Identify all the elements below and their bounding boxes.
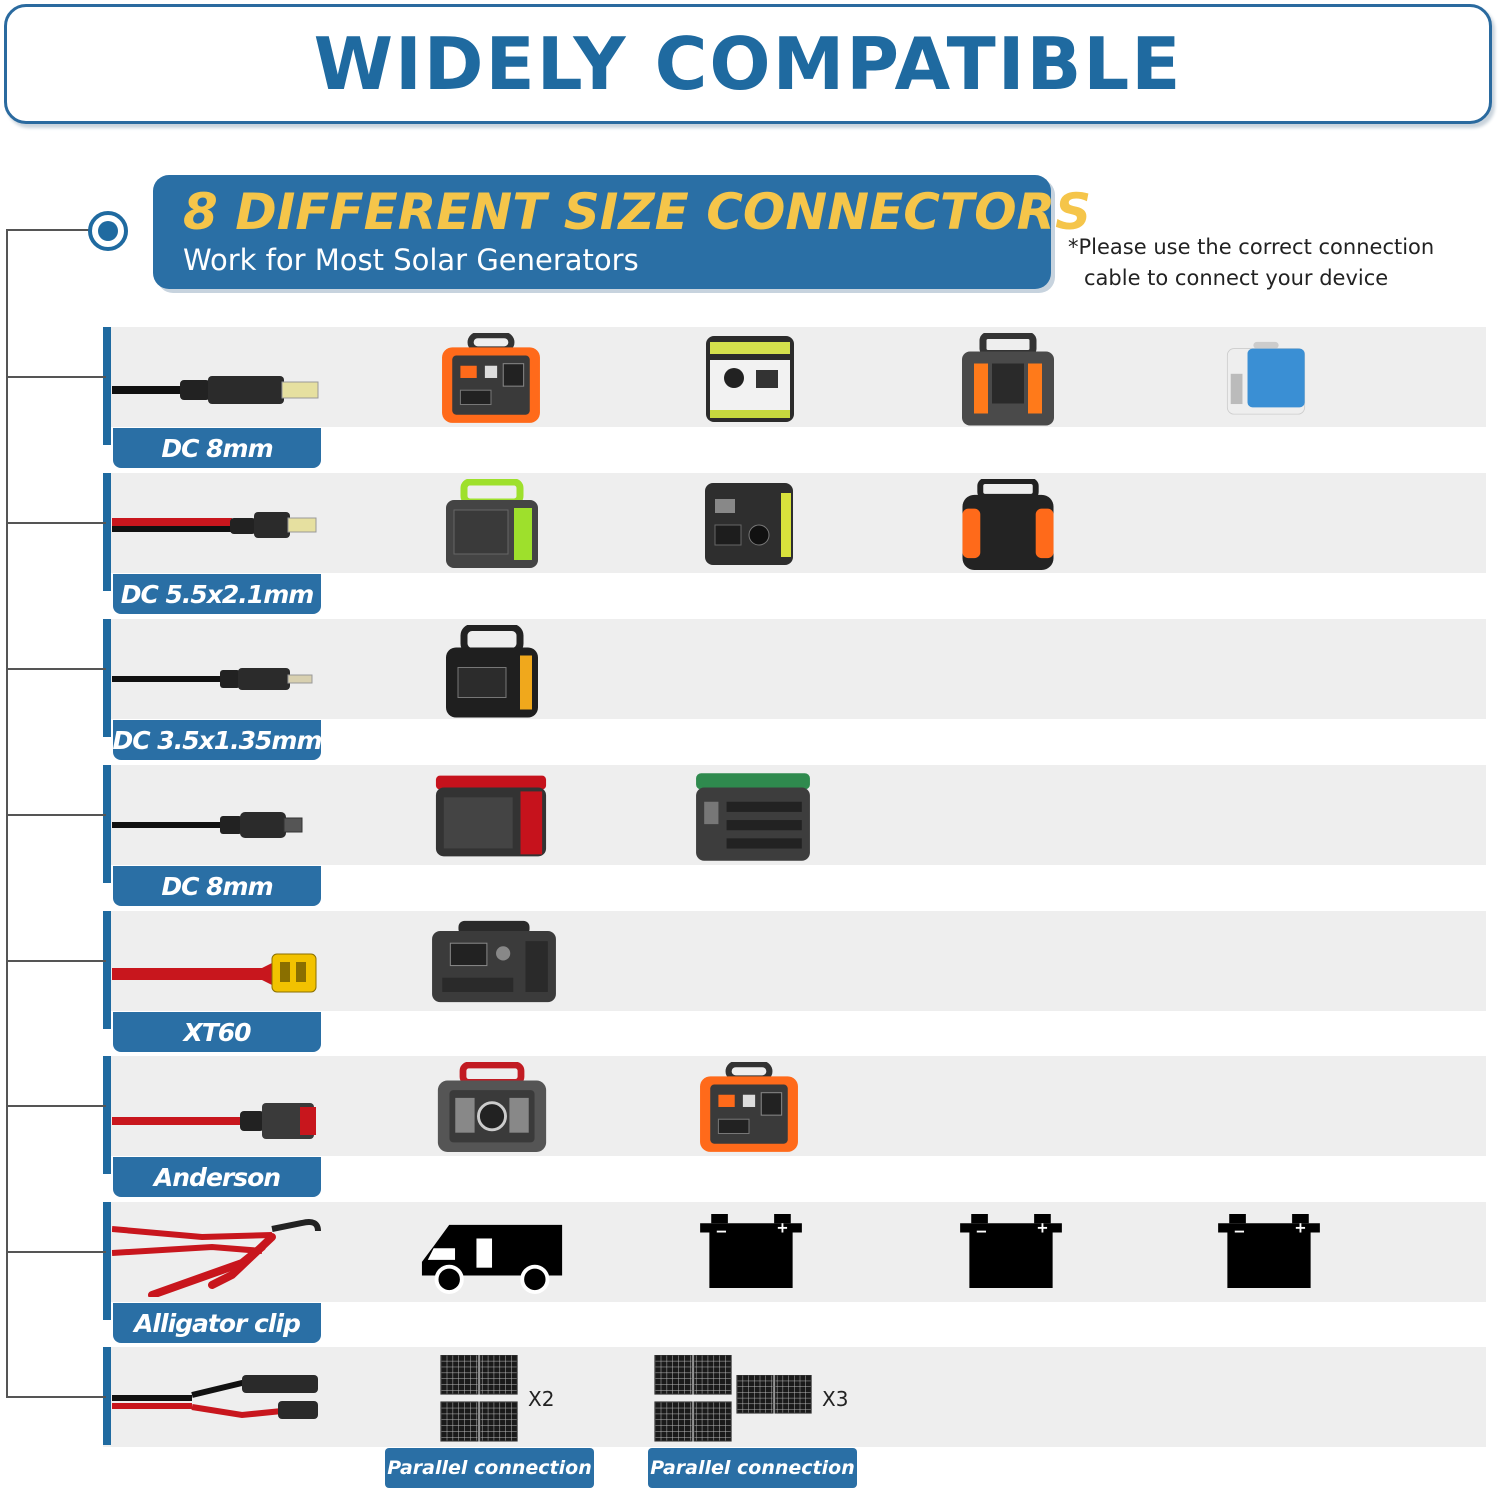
dc8mm-small-cable-icon <box>112 812 303 838</box>
car-battery-icon <box>956 1214 1066 1288</box>
header-main-text: 8 DIFFERENT SIZE CONNECTORS <box>183 183 1092 241</box>
connector-row-solar: X2 X3 Parallel connection Parallel conne… <box>0 1347 1500 1492</box>
connector-row-alligator: Alligator clip <box>0 1202 1500 1348</box>
usage-note: *Please use the correct connection cable… <box>1068 232 1498 294</box>
connector-row-dc35x135: DC 3.5x1.35mm <box>0 619 1500 765</box>
header-sub-text: Work for Most Solar Generators <box>183 243 639 277</box>
connector-label: DC 3.5x1.35mm <box>113 720 323 760</box>
blue-power-station-icon <box>1224 333 1308 423</box>
target-icon <box>88 211 128 251</box>
green-top-power-station-icon <box>692 771 814 863</box>
grey-power-station-icon <box>428 917 560 1007</box>
connector-row-dc55x21: DC 5.5x2.1mm <box>0 473 1500 619</box>
dc8mm-cable-icon <box>112 376 319 404</box>
car-battery-icon <box>696 1214 806 1288</box>
connectors-header: 8 DIFFERENT SIZE CONNECTORS Work for Mos… <box>153 175 1091 289</box>
connector-row-anderson: Anderson <box>0 1056 1500 1202</box>
green-power-station-icon <box>700 333 800 425</box>
connector-label: Anderson <box>113 1157 321 1197</box>
connector-label: DC 5.5x2.1mm <box>113 574 321 614</box>
orange-handle-generator-icon <box>958 333 1058 429</box>
anderson-cable-icon <box>112 1103 316 1139</box>
connector-label: XT60 <box>113 1012 321 1052</box>
dc35x135-cable-icon <box>112 668 313 690</box>
red-black-power-station-icon <box>432 771 550 861</box>
car-battery-icon <box>1214 1214 1324 1288</box>
usage-note-line2: cable to connect your device <box>1084 266 1389 290</box>
black-yellow-power-station-icon <box>698 479 800 569</box>
tree-top-branch <box>6 229 92 231</box>
orange-power-station-icon <box>440 333 542 425</box>
connector-label: DC 8mm <box>113 428 321 468</box>
connector-row-dc8mm: DC 8mm <box>0 327 1500 473</box>
rv-icon <box>420 1214 566 1298</box>
orange-black-power-station-icon <box>958 479 1058 573</box>
page-title: WIDELY COMPATIBLE <box>313 22 1183 106</box>
connector-label: DC 8mm <box>113 866 321 906</box>
red-handle-power-station-icon <box>434 1062 550 1156</box>
connector-label: Alligator clip <box>113 1303 321 1343</box>
alligator-clip-cable-icon <box>112 1219 321 1297</box>
solar-panel-small-icon <box>736 1375 812 1414</box>
solar-multiplier-x2: X2 <box>528 1387 555 1411</box>
connector-row-dc8mm-2: DC 8mm <box>0 765 1500 911</box>
tree-spine <box>6 229 8 1397</box>
connector-row-xt60: XT60 <box>0 911 1500 1057</box>
solar-multiplier-x3: X3 <box>822 1387 849 1411</box>
xt60-cable-icon <box>112 953 317 993</box>
usage-note-line1: *Please use the correct connection <box>1068 235 1435 259</box>
black-yellow-handle-station-icon <box>442 625 542 721</box>
title-banner: WIDELY COMPATIBLE <box>4 4 1492 124</box>
parallel-connection-label: Parallel connection <box>648 1448 857 1488</box>
parallel-connection-label: Parallel connection <box>385 1448 594 1488</box>
lime-power-station-icon <box>442 479 542 571</box>
mc4-cable-icon <box>112 1375 318 1419</box>
solar-panel-icon <box>654 1355 734 1443</box>
solar-panel-icon <box>440 1355 520 1443</box>
dc55x21-cable-icon <box>112 512 317 538</box>
orange-power-station-icon <box>698 1062 800 1154</box>
